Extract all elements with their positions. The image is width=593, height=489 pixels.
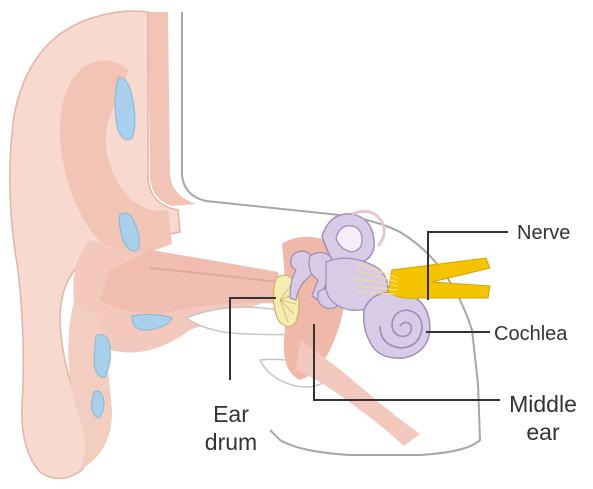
cartilage-5 [92,391,104,418]
label-middle-ear: Middle ear [498,390,588,446]
skin-strip [148,12,196,206]
label-middle-ear-line1: Middle [498,390,588,418]
label-ear-drum: Ear drum [196,400,266,456]
label-ear-drum-line1: Ear [196,400,266,428]
label-nerve: Nerve [517,219,570,247]
auditory-nerve [388,258,490,298]
label-middle-ear-line2: ear [498,418,588,446]
cochlea [364,292,430,358]
label-cochlea: Cochlea [494,320,567,348]
label-ear-drum-line2: drum [196,428,266,456]
